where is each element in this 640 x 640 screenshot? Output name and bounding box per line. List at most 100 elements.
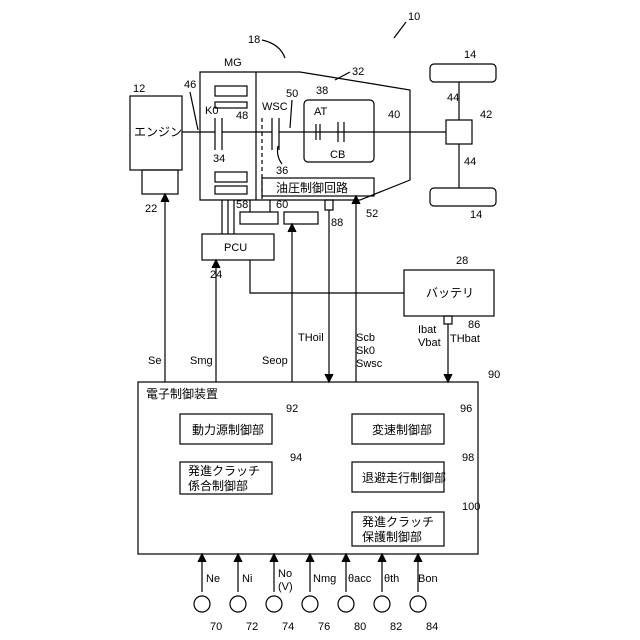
battery-label: バッテリ	[426, 286, 474, 300]
ref-10: 10	[408, 11, 420, 23]
signal-smg: Smg	[190, 355, 213, 367]
sensor-no-v: (V)	[278, 581, 293, 593]
ref-82: 82	[390, 621, 402, 633]
ref-48: 48	[236, 110, 248, 122]
sensor-ni: Ni	[242, 573, 252, 585]
k0-label: K0	[205, 105, 218, 117]
ref-50: 50	[286, 88, 298, 100]
sensor-acc: θacc	[348, 573, 372, 585]
ref-36: 36	[276, 165, 288, 177]
ref-70: 70	[210, 621, 222, 633]
ref-96: 96	[460, 403, 472, 415]
ref-46: 46	[184, 79, 196, 91]
sensor-circle-70	[194, 596, 210, 612]
launch-clutch-engagement-line2: 係合制御部	[188, 478, 248, 493]
mg-rotor-top	[215, 86, 247, 96]
signal-seop: Seop	[262, 355, 288, 367]
ref-44-top: 44	[447, 92, 459, 104]
signal-arrow-battery	[444, 374, 452, 382]
leader-18	[262, 40, 285, 58]
limp-home-control-label: 退避走行制御部	[362, 470, 446, 485]
ref-60: 60	[276, 199, 288, 211]
leader-10	[394, 22, 406, 38]
sensor-circle-82	[374, 596, 390, 612]
sensor-arrow-bon	[414, 554, 422, 562]
sensor-arrow-ne	[198, 554, 206, 562]
signal-arrow-thoil	[325, 374, 333, 382]
mg-rotor-bottom2	[215, 186, 247, 194]
ref-34: 34	[213, 153, 225, 165]
ref-94: 94	[290, 452, 302, 464]
signal-arrow-seop	[288, 224, 296, 232]
differential-box	[446, 120, 472, 144]
engine-actuator-box	[142, 170, 178, 194]
mg-label: MG	[224, 57, 242, 69]
battery-sensor-86	[444, 316, 452, 324]
leader-46	[190, 92, 198, 130]
ref-84: 84	[426, 621, 438, 633]
signal-se: Se	[148, 355, 161, 367]
signal-arrow-se	[161, 194, 169, 202]
cb-label: CB	[330, 149, 345, 161]
sensor-nmg: Nmg	[313, 573, 336, 585]
sensor-circle-74	[266, 596, 282, 612]
power-source-control-label: 動力源制御部	[192, 422, 264, 437]
ref-76: 76	[318, 621, 330, 633]
sensor-no: No	[278, 568, 292, 580]
signal-thbat: THbat	[450, 333, 480, 345]
sensor-circle-84	[410, 596, 426, 612]
ref-98: 98	[462, 452, 474, 464]
ref-72: 72	[246, 621, 258, 633]
sensor-arrow-nmg	[306, 554, 314, 562]
sensor-circle-72	[230, 596, 246, 612]
ref-74: 74	[282, 621, 294, 633]
wheel-top	[430, 64, 496, 82]
sensor-88	[325, 200, 333, 210]
sensor-arrow-acc	[342, 554, 350, 562]
module-58	[240, 212, 278, 224]
sensor-th: θth	[384, 573, 399, 585]
mg-rotor-bottom	[215, 172, 247, 182]
signal-sk0: Sk0	[356, 345, 375, 357]
ref-44-bottom: 44	[464, 156, 476, 168]
signal-swsc: Swsc	[356, 358, 383, 370]
ref-42: 42	[480, 109, 492, 121]
sensor-bon: Bon	[418, 573, 438, 585]
ref-86: 86	[468, 319, 480, 331]
leader-50	[290, 100, 292, 128]
engine-label: エンジン	[134, 125, 182, 139]
ref-88: 88	[331, 217, 343, 229]
pcu-battery-line	[250, 260, 404, 293]
mg-rotor-top2	[215, 102, 247, 108]
wsc-label: WSC	[262, 101, 288, 113]
ref-92: 92	[286, 403, 298, 415]
ref-14-bottom: 14	[470, 209, 482, 221]
ref-18: 18	[248, 34, 260, 46]
ref-28: 28	[456, 255, 468, 267]
ref-58: 58	[236, 199, 248, 211]
sensor-circle-80	[338, 596, 354, 612]
ref-52: 52	[366, 208, 378, 220]
sensor-ne: Ne	[206, 573, 220, 585]
sensor-arrow-th	[378, 554, 386, 562]
shift-control-label: 変速制御部	[372, 422, 432, 437]
ref-22: 22	[145, 203, 157, 215]
ref-14-top: 14	[464, 49, 476, 61]
ref-100: 100	[462, 501, 480, 513]
signal-scb: Scb	[356, 332, 375, 344]
wheel-bottom	[430, 188, 496, 206]
ref-40: 40	[388, 109, 400, 121]
launch-clutch-protection-line1: 発進クラッチ	[362, 515, 434, 529]
signal-arrow-smg	[212, 260, 220, 268]
launch-clutch-engagement-line1: 発進クラッチ	[188, 464, 260, 478]
sensor-arrow-ni	[234, 554, 242, 562]
sensor-arrow-no	[270, 554, 278, 562]
signal-vbat: Vbat	[418, 337, 441, 349]
launch-clutch-protection-line2: 保護制御部	[362, 529, 422, 544]
ref-38: 38	[316, 85, 328, 97]
pcu-label: PCU	[224, 242, 247, 254]
ref-32: 32	[352, 66, 364, 78]
at-label: AT	[314, 106, 328, 118]
